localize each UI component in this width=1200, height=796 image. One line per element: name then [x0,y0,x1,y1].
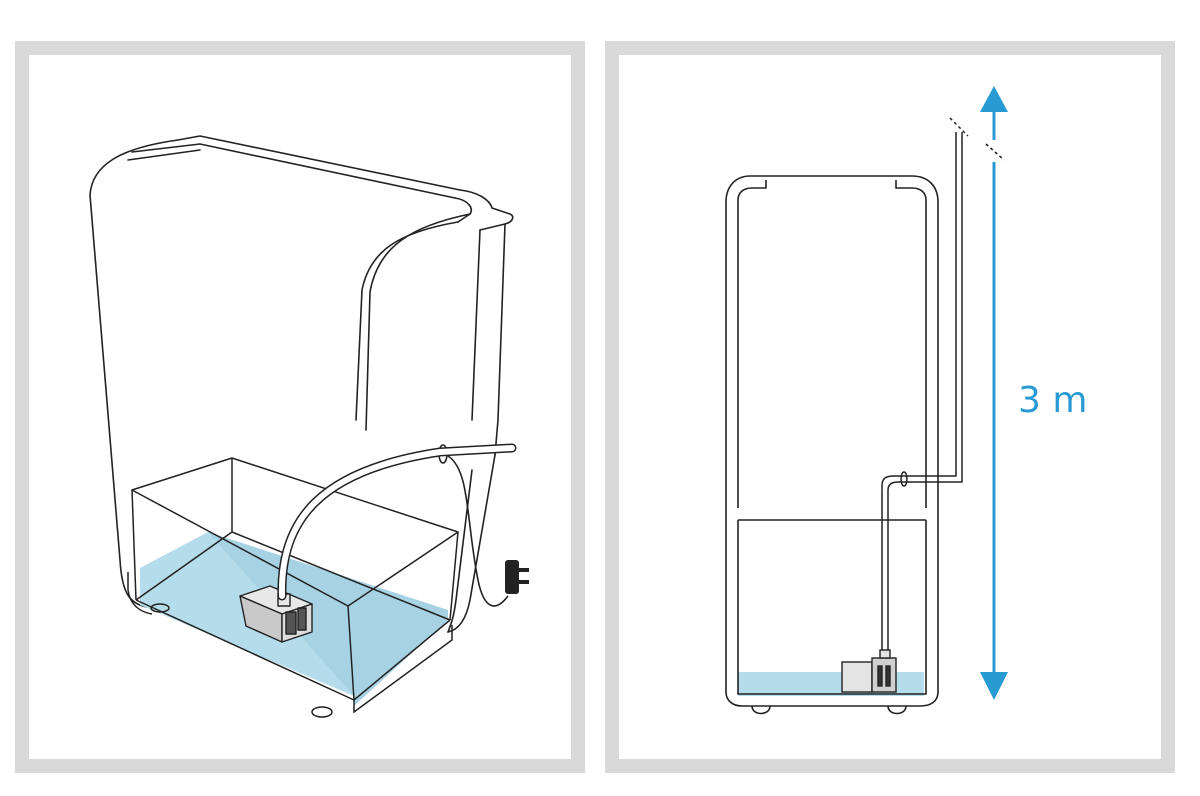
right-panel-frame [605,41,1175,773]
water-pump-left [239,585,313,643]
left-panel-isometric-view [15,41,585,773]
height-dimension-arrow [980,86,1008,700]
drain-hose-right [881,117,969,650]
height-label: 3 m [1018,380,1087,421]
arrow-down-icon [980,672,1008,700]
right-panel-cross-section: 3 m [605,41,1175,773]
dehumidifier-body [89,135,514,633]
arrow-up-icon [980,86,1008,112]
hose-port-right [900,471,908,487]
power-adapter [505,560,529,594]
break-mark-icon [985,143,1005,161]
dehumidifier-cross-section [725,175,939,715]
power-cable [447,455,509,607]
water-pump-right [841,649,897,693]
